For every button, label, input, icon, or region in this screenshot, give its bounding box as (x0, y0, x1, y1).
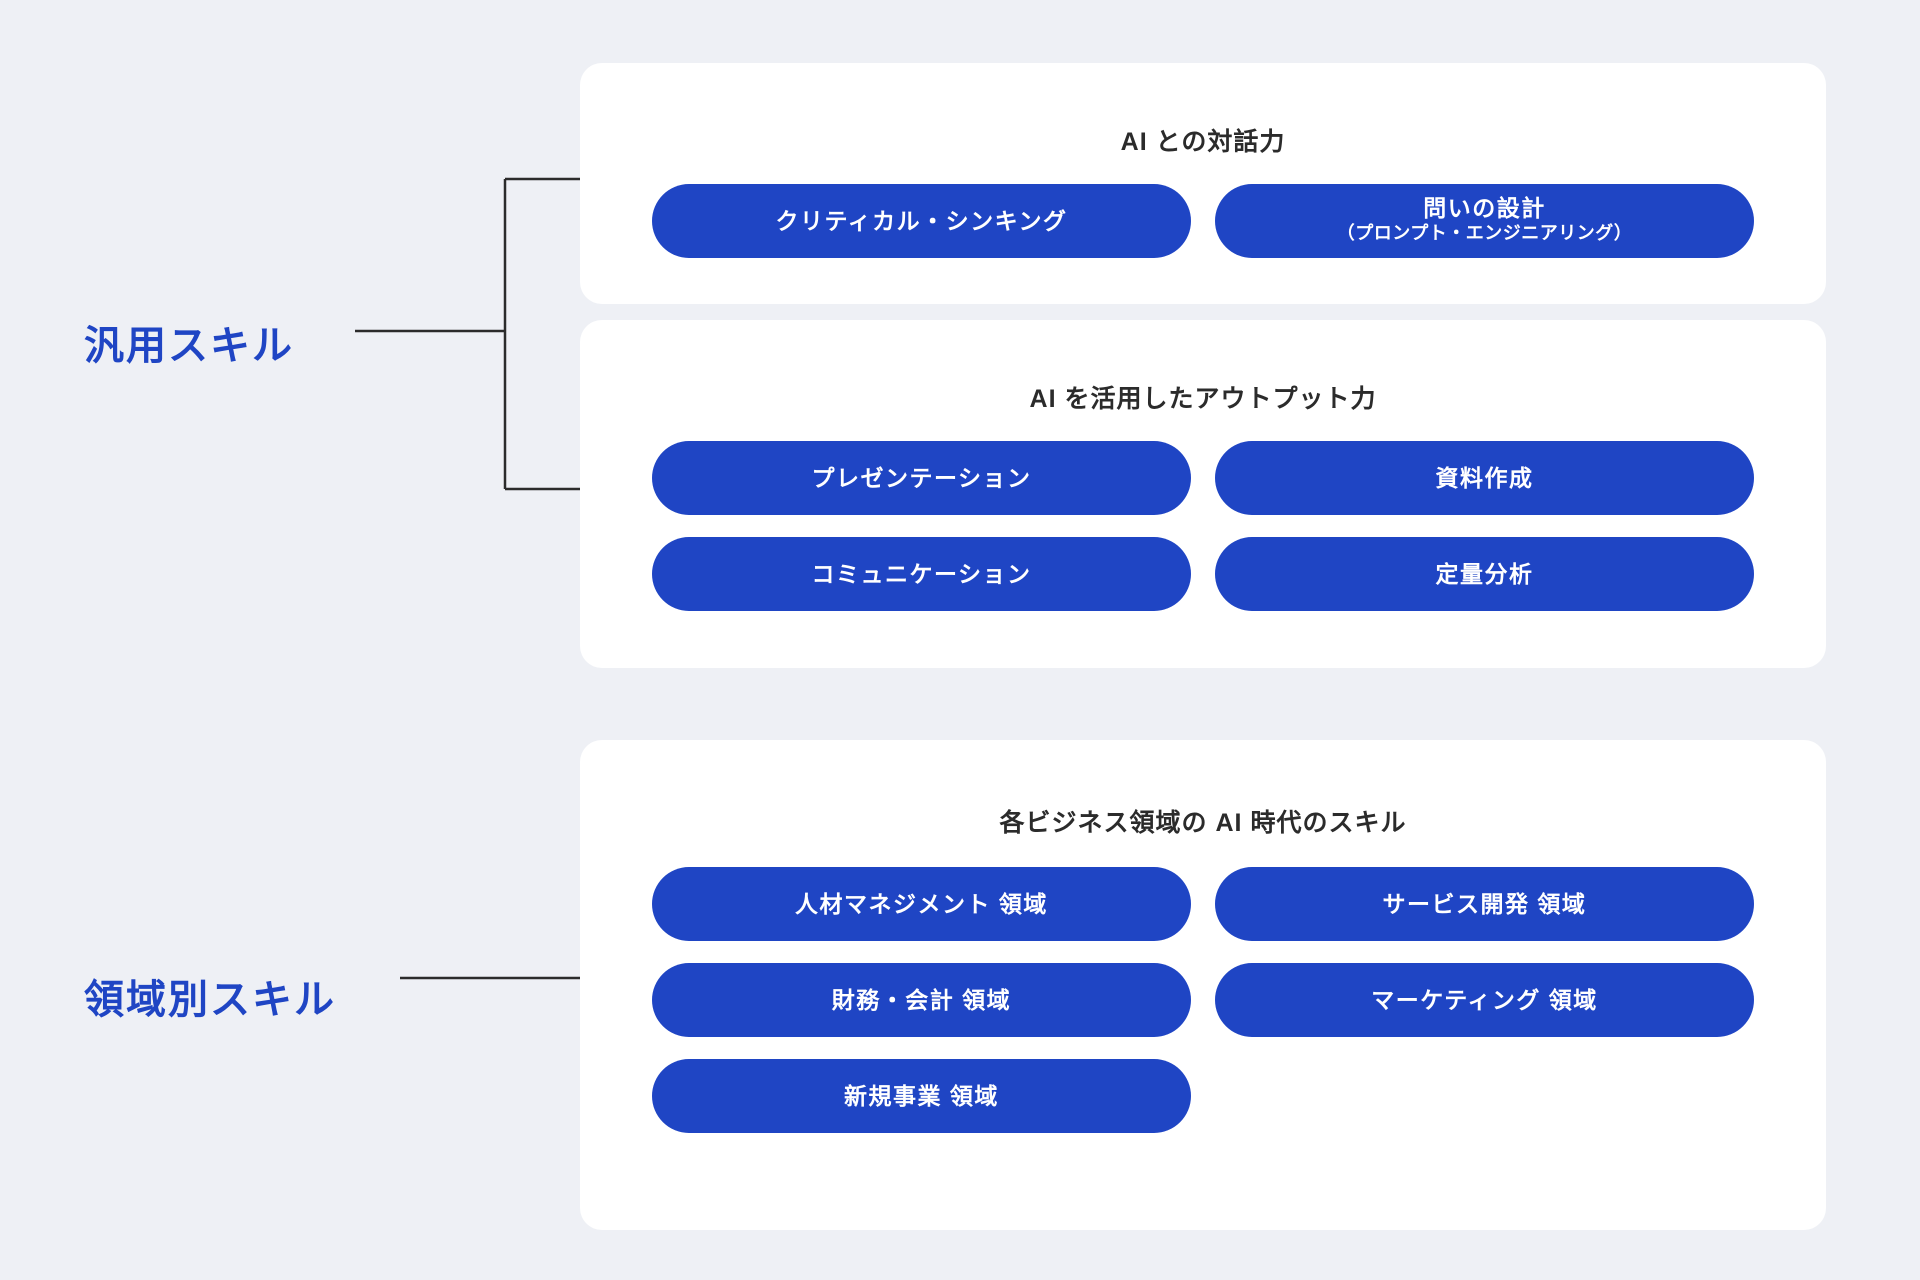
card-title-domain: 各ビジネス領域の AI 時代のスキル (999, 808, 1407, 837)
card-title-dialogue: AI との対話力 (1120, 127, 1286, 156)
pill-label: サービス開発 領域 (1382, 890, 1587, 917)
pill-talent-management[interactable]: 人材マネジメント 領域 (652, 866, 1191, 941)
pill-finance-accounting[interactable]: 財務・会計 領域 (652, 962, 1191, 1037)
pill-label: 定量分析 (1435, 560, 1534, 587)
pill-label: 新規事業 領域 (844, 1082, 999, 1109)
pill-label: プレゼンテーション (811, 464, 1032, 491)
pill-question-design[interactable]: 問いの設計 （プロンプト・エンジニアリング） (1215, 183, 1754, 258)
pill-critical-thinking[interactable]: クリティカル・シンキング (652, 183, 1191, 258)
pill-service-development[interactable]: サービス開発 領域 (1215, 866, 1754, 941)
category-label-general: 汎用スキル (84, 324, 294, 368)
pill-label: 資料作成 (1435, 464, 1534, 491)
pill-label: マーケティング 領域 (1371, 986, 1598, 1013)
pill-label: コミュニケーション (811, 560, 1032, 587)
card-dialogue: AI との対話力 クリティカル・シンキング 問いの設計 （プロンプト・エンジニア… (580, 63, 1826, 304)
pill-marketing[interactable]: マーケティング 領域 (1215, 962, 1754, 1037)
pill-quantitative-analysis[interactable]: 定量分析 (1215, 536, 1754, 611)
pill-presentation[interactable]: プレゼンテーション (652, 440, 1191, 515)
pill-label: 問いの設計 (1423, 195, 1546, 222)
pill-label: 人材マネジメント 領域 (795, 890, 1048, 917)
card-output: AI を活用したアウトプット力 プレゼンテーション 資料作成 コミュニケーション… (580, 320, 1826, 668)
pill-communication[interactable]: コミュニケーション (652, 536, 1191, 611)
pill-label: クリティカル・シンキング (775, 207, 1068, 234)
pill-sublabel: （プロンプト・エンジニアリング） (1336, 223, 1633, 244)
pill-grid-output: プレゼンテーション 資料作成 コミュニケーション 定量分析 (580, 440, 1826, 611)
category-label-domain: 領域別スキル (84, 978, 336, 1022)
card-title-output: AI を活用したアウトプット力 (1029, 384, 1377, 413)
pill-new-business[interactable]: 新規事業 領域 (652, 1058, 1191, 1133)
pill-label: 財務・会計 領域 (831, 986, 1012, 1013)
pill-grid-domain: 人材マネジメント 領域 サービス開発 領域 財務・会計 領域 マーケティング 領… (580, 866, 1826, 1133)
card-domain-skills: 各ビジネス領域の AI 時代のスキル 人材マネジメント 領域 サービス開発 領域… (580, 740, 1826, 1230)
pill-document-creation[interactable]: 資料作成 (1215, 440, 1754, 515)
pill-grid-dialogue: クリティカル・シンキング 問いの設計 （プロンプト・エンジニアリング） (580, 183, 1826, 258)
